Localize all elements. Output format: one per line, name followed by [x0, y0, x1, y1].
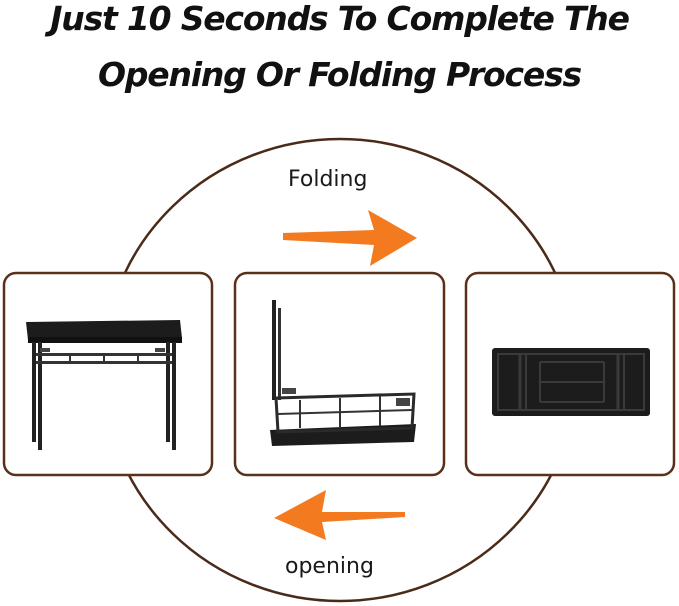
headline-line-2: Opening Or Folding Process: [98, 55, 582, 94]
headline-line-1: Just 10 Seconds To Complete The: [50, 0, 630, 38]
arrow-left-icon: [274, 490, 405, 540]
folding-label: Folding: [288, 167, 368, 192]
panel-folding-table: [233, 271, 446, 477]
panel-folded-table: [464, 271, 676, 477]
folded-table-icon: [492, 348, 650, 416]
open-table-icon: [26, 320, 182, 450]
arrow-right-icon: [283, 210, 417, 266]
panel-open-table: [2, 271, 214, 477]
opening-label: opening: [285, 554, 374, 579]
folding-table-icon: [270, 300, 416, 446]
